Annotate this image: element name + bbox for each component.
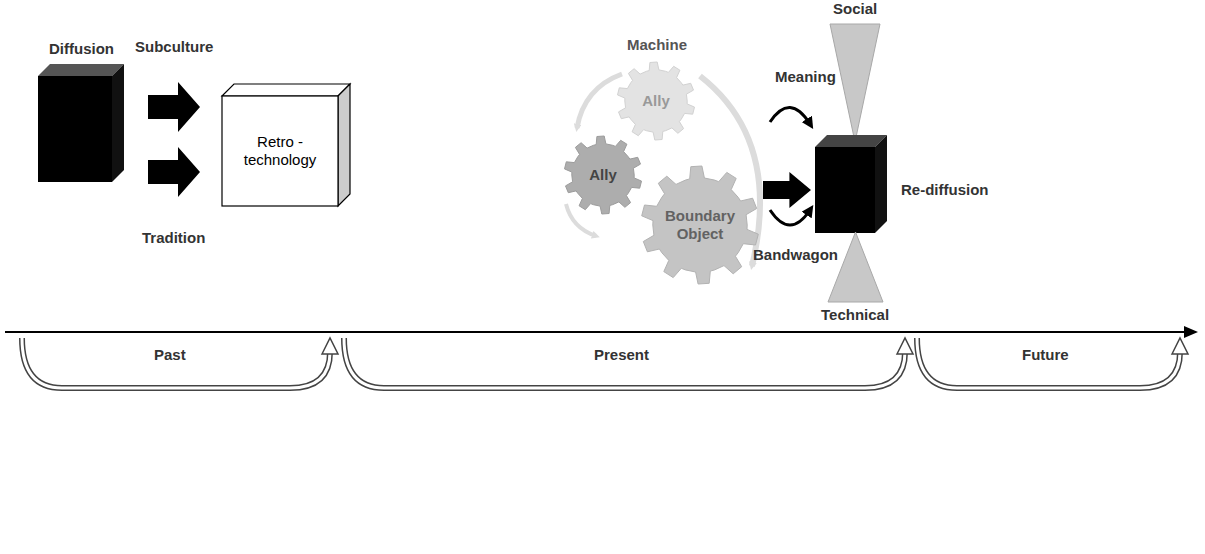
text-holder: Ally <box>617 62 695 140</box>
cube-node: Re-diffusion <box>815 135 887 233</box>
node-label: Social <box>833 0 877 18</box>
node-label: Diffusion <box>49 40 114 58</box>
triup-shape <box>828 232 883 302</box>
text-holder: Ally <box>564 136 642 214</box>
text-label: Present <box>594 346 649 364</box>
node-text: Retro - technology <box>237 133 323 169</box>
edge-label: Tradition <box>142 229 205 247</box>
cube-shape <box>38 64 124 182</box>
gear-node: Ally <box>617 62 695 140</box>
block-arrow <box>763 172 811 208</box>
cycle-arrow <box>566 204 596 236</box>
node-label: Technical <box>821 306 889 324</box>
timeline-axis <box>5 331 1186 333</box>
node-text: Ally <box>576 166 631 184</box>
gear-node: Boundary Object <box>641 166 759 284</box>
cube-node: Diffusion <box>38 64 124 182</box>
node-text: Ally <box>629 92 684 110</box>
period-arrows <box>22 338 1188 388</box>
text-holder: Retro - technology <box>222 96 338 206</box>
node-text: Boundary Object <box>659 207 742 243</box>
triangle-node: Technical <box>828 232 883 302</box>
triangle-node: Social <box>830 24 880 142</box>
block-arrow <box>148 147 200 197</box>
text-label: Meaning <box>775 68 836 86</box>
text-holder: Boundary Object <box>641 166 759 284</box>
gear-node: Ally <box>564 136 642 214</box>
cube-shape <box>815 135 887 233</box>
box-node: Retro - technology <box>222 84 350 206</box>
curved-arrow <box>770 210 810 225</box>
edge-label: Subculture <box>135 38 213 56</box>
text-label: Future <box>1022 346 1069 364</box>
cycle-arrow <box>577 74 622 128</box>
curved-arrow <box>770 107 810 124</box>
text-label: Bandwagon <box>753 246 838 264</box>
tridown-shape <box>830 24 880 142</box>
text-label: Machine <box>627 36 687 54</box>
text-label: Past <box>154 346 186 364</box>
block-arrow <box>148 82 200 132</box>
timeline-head <box>1184 326 1198 338</box>
node-label: Re-diffusion <box>901 181 989 199</box>
